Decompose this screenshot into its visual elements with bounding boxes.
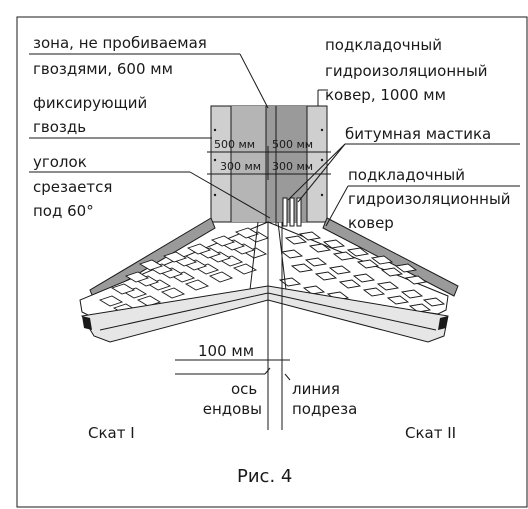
dim-500-left: 500 мм [214, 138, 255, 151]
dim-100-group: 100 мм [175, 342, 290, 361]
underlay-right-edge [322, 217, 459, 297]
bitumen-mastic-label: битумная мастика [345, 125, 491, 143]
valley-axis-label: ось ендовы [203, 380, 262, 418]
zone-label: зона, не пробиваемая гвоздями, 600 мм [33, 34, 212, 78]
cut-line-label: линия подреза [292, 380, 357, 418]
panel-dimensions: 500 мм 500 мм 300 мм 300 мм [207, 138, 331, 180]
leader-lines [29, 53, 520, 381]
dim-300-left: 300 мм [220, 160, 261, 173]
fixing-nail-label: фиксирующий гвоздь [33, 94, 152, 136]
figure-caption: Рис. 4 [237, 466, 292, 487]
roof-slope-right [267, 221, 449, 315]
underlay-top-label: подкладочный гидроизоляционный ковер, 10… [325, 36, 492, 104]
dim-500-right: 500 мм [272, 138, 313, 151]
roof-slope-left [79, 221, 270, 317]
gutter [81, 285, 449, 343]
bitumen-mastic-strips [282, 197, 302, 227]
underlay-right-label: подкладочный гидроизоляционный ковер [348, 166, 515, 232]
slope-1-label: Скат I [88, 424, 135, 442]
corner-cut-label: уголок срезается под 60° [33, 153, 117, 220]
valley-cut-left [249, 221, 259, 291]
dim-300-right: 300 мм [272, 160, 313, 173]
slope-2-label: Скат II [405, 424, 456, 442]
dim-100-label: 100 мм [198, 342, 254, 360]
underlay-carpet [210, 105, 328, 290]
